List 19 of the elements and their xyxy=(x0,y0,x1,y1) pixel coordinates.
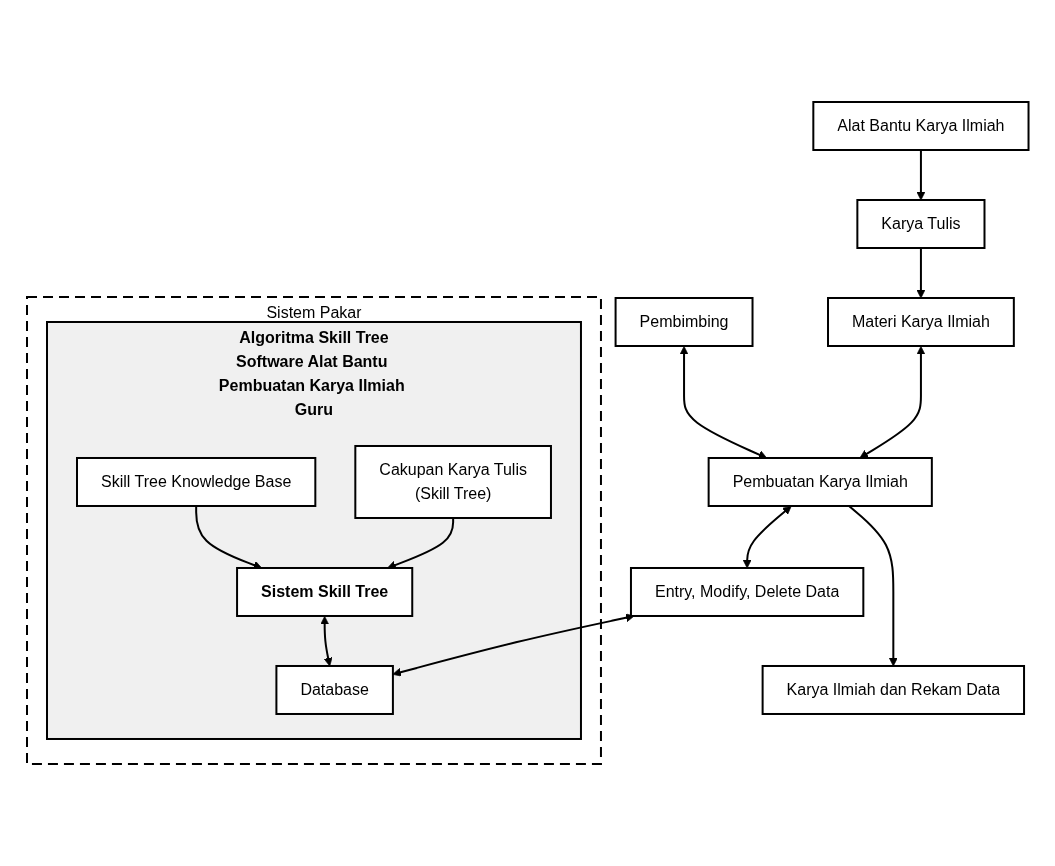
arrow xyxy=(847,505,898,667)
node-box: Materi Karya Ilmiah xyxy=(826,297,1015,347)
arrow xyxy=(859,346,926,459)
arrow xyxy=(916,149,926,201)
arrow xyxy=(916,247,926,299)
node-box: Karya Ilmiah dan Rekam Data xyxy=(761,665,1025,715)
node-box: Database xyxy=(275,665,394,715)
node-box: Cakupan Karya Tulis (Skill Tree) xyxy=(354,445,552,519)
arrow xyxy=(679,346,767,459)
node-box: Alat Bantu Karya Ilmiah xyxy=(812,101,1030,151)
node-box: Pembuatan Karya Ilmiah xyxy=(707,457,933,507)
node-box: Skill Tree Knowledge Base xyxy=(75,457,317,507)
node-box: Pembimbing xyxy=(614,297,754,347)
arrow xyxy=(392,613,635,677)
node-box: Sistem Skill Tree xyxy=(235,567,413,617)
arrow xyxy=(320,616,333,667)
node-box: Karya Tulis xyxy=(856,199,986,249)
node-box: Entry, Modify, Delete Data xyxy=(629,567,865,617)
arrow xyxy=(742,505,792,569)
